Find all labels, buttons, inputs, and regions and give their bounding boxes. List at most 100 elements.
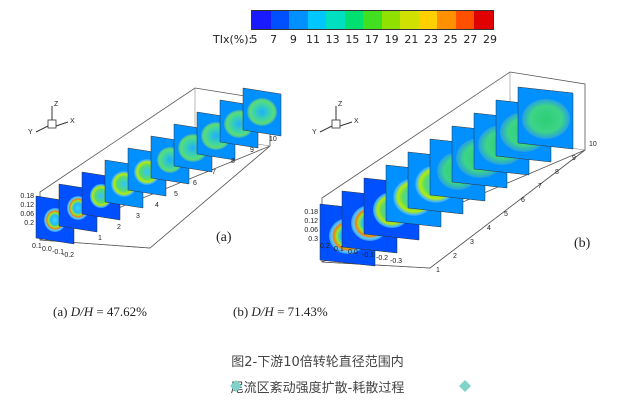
subcaption-b-value: = 71.43% bbox=[273, 304, 328, 319]
panel-label-a: (a) bbox=[216, 230, 232, 245]
colorbar-tick-label: 23 bbox=[424, 33, 438, 46]
caption-line-1: 图2-下游10倍转轮直径范围内 bbox=[231, 355, 404, 370]
z-tick-label: 0.2 bbox=[320, 243, 330, 250]
axis-z-label: Z bbox=[338, 101, 343, 108]
x-tick-label: 10 bbox=[589, 141, 597, 148]
x-tick-label: 5 bbox=[174, 191, 178, 198]
subcaption-a-prefix: (a) bbox=[53, 304, 71, 319]
colorbar-swatch bbox=[400, 11, 419, 29]
colorbar-tick-label: 13 bbox=[325, 33, 340, 46]
x-tick-label: 4 bbox=[487, 225, 491, 232]
x-tick-label: 6 bbox=[193, 180, 197, 187]
colorbar-gradient bbox=[251, 10, 494, 30]
z-tick-label: -0.3 bbox=[390, 258, 402, 265]
colorbar-tick-label: 11 bbox=[306, 33, 320, 46]
x-tick-label: 5 bbox=[504, 211, 508, 218]
z-tick-label: 0.0 bbox=[42, 246, 52, 253]
x-tick-label: 6 bbox=[521, 197, 525, 204]
colorbar-swatch bbox=[270, 11, 290, 29]
subcaption-b-var: D/H bbox=[251, 304, 274, 319]
x-tick-label: 7 bbox=[212, 169, 216, 176]
colorbar-tick-label: 7 bbox=[270, 33, 278, 46]
subcaption-b: (b) D/H = 71.43% bbox=[233, 304, 328, 320]
colorbar-tick-label: 19 bbox=[384, 33, 399, 46]
z-tick-label: -0.1 bbox=[52, 249, 64, 256]
colorbar-tick-label: 5 bbox=[250, 33, 258, 46]
y-tick-label: 0.2 bbox=[24, 220, 34, 227]
panel-label-b: (b) bbox=[574, 236, 591, 251]
x-tick-label: 1 bbox=[98, 235, 102, 242]
x-tick-label: 8 bbox=[555, 169, 559, 176]
x-tick-label: 10 bbox=[269, 136, 277, 143]
x-tick-label: 1 bbox=[436, 267, 440, 274]
axis-y-label: Y bbox=[312, 129, 317, 136]
diamond-left-icon bbox=[230, 380, 242, 392]
colorbar-tick-label: 17 bbox=[365, 33, 379, 46]
subcaption-a: (a) D/H = 47.62% bbox=[53, 304, 147, 320]
colorbar-swatch bbox=[455, 11, 475, 29]
x-tick-label: 7 bbox=[538, 183, 542, 190]
colorbar-label: TIx(%): bbox=[213, 33, 253, 46]
x-tick-label: 9 bbox=[250, 147, 254, 154]
wake-ring bbox=[522, 99, 570, 139]
axis-x-label: X bbox=[354, 118, 359, 125]
colorbar-swatch bbox=[326, 11, 345, 29]
wake-ring bbox=[247, 98, 277, 126]
colorbar-tick-label: 9 bbox=[289, 33, 297, 46]
x-tick-label: 4 bbox=[155, 202, 159, 209]
colorbar-tick-label: 25 bbox=[443, 33, 458, 46]
axis-x-label: X bbox=[70, 118, 75, 125]
diamond-right-icon bbox=[459, 380, 471, 392]
y-tick-label: 0.06 bbox=[20, 211, 34, 218]
colorbar-tick-label: 21 bbox=[404, 33, 419, 46]
axis-x-line bbox=[55, 121, 69, 127]
z-tick-label: 0.1 bbox=[32, 243, 42, 250]
axis-z-label: Z bbox=[54, 101, 59, 108]
y-tick-label: 0.12 bbox=[304, 218, 318, 225]
y-tick-label: 0.12 bbox=[20, 202, 34, 209]
colorbar-tick-label: 29 bbox=[483, 33, 497, 46]
z-tick-label: 0.1 bbox=[334, 246, 344, 253]
colorbar-swatch bbox=[381, 11, 401, 29]
axis-y-label: Y bbox=[28, 129, 33, 136]
axis-triad-cube bbox=[331, 119, 341, 129]
colorbar-tick-label: 15 bbox=[345, 33, 360, 46]
y-tick-label: 0.3 bbox=[308, 236, 318, 243]
colorbar-swatch bbox=[252, 11, 271, 29]
z-tick-label: -0.2 bbox=[62, 252, 74, 259]
caption-line-2: 尾流区紊动强度扩散-耗散过程 bbox=[230, 381, 405, 396]
axis-y-line bbox=[319, 125, 333, 133]
colorbar-swatch bbox=[307, 11, 327, 29]
x-tick-label: 3 bbox=[136, 213, 140, 220]
x-tick-label: 9 bbox=[572, 155, 576, 162]
x-tick-label: 2 bbox=[453, 253, 457, 260]
cross-section-slice bbox=[517, 86, 574, 150]
colorbar-swatch bbox=[344, 11, 364, 29]
z-tick-label: -0.2 bbox=[376, 255, 388, 262]
colorbar-swatch bbox=[418, 11, 438, 29]
axis-y-line bbox=[35, 125, 49, 133]
colorbar bbox=[251, 10, 494, 40]
y-tick-label: 0.18 bbox=[20, 193, 34, 200]
axis-x-line bbox=[339, 121, 353, 127]
subcaption-a-value: = 47.62% bbox=[93, 304, 147, 319]
x-tick-label: 8 bbox=[231, 158, 235, 165]
x-tick-label: 3 bbox=[470, 239, 474, 246]
colorbar-tick-label: 27 bbox=[463, 33, 478, 46]
axis-triad-cube bbox=[47, 119, 57, 129]
x-tick-label: 2 bbox=[117, 224, 121, 231]
cross-section-slice bbox=[242, 87, 282, 137]
subcaption-a-var: D/H bbox=[70, 304, 94, 319]
colorbar-swatch bbox=[363, 11, 382, 29]
z-tick-label: -0.1 bbox=[362, 252, 374, 259]
z-tick-label: 0.0 bbox=[348, 249, 358, 256]
y-tick-label: 0.18 bbox=[304, 209, 318, 216]
subcaption-b-prefix: (b) bbox=[233, 304, 252, 319]
colorbar-swatch bbox=[289, 11, 308, 29]
colorbar-swatch bbox=[437, 11, 456, 29]
colorbar-swatch bbox=[474, 11, 493, 29]
